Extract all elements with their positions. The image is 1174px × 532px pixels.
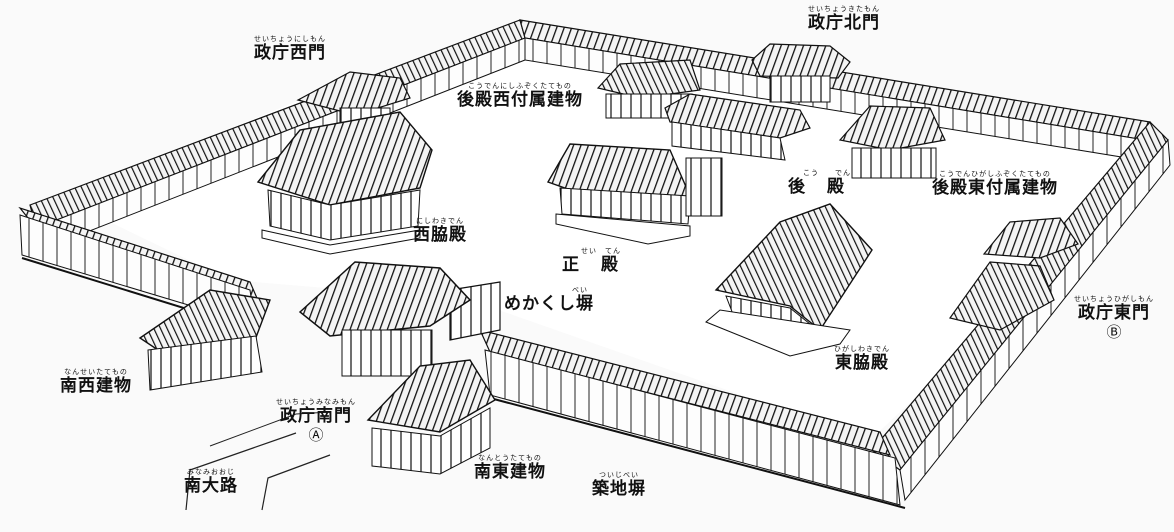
label-nansei-tatemono: なんせいたてもの 南西建物 [60,369,132,395]
label-koden-nishi-fuzoku-ruby: こうでんにしふぞくたてもの [468,82,572,90]
label-tsuijibei: ついじべい 築地塀 [592,472,646,498]
label-seiden-ruby: せい てん [581,247,621,255]
label-seicho-minamimon-text: 政庁南門 [280,406,352,426]
label-nishi-wakiden: にしわきでん 西脇殿 [413,218,467,244]
label-seicho-kitamon-text: 政庁北門 [808,13,880,33]
label-seiden: せい てん 正殿 [562,248,640,274]
label-seicho-higashimon-mark: Ⓑ [1106,323,1122,341]
label-seicho-nishimon: せいちょうにしもん 政庁西門 [254,36,326,62]
koden-building [664,93,811,161]
label-seicho-minamimon: せいちょうみなみもん 政庁南門 Ⓐ [276,399,356,443]
seicho-higashimon-building [948,217,1079,331]
label-seicho-kitamon: せいちょうきたもん 政庁北門 [808,6,880,32]
label-nanto-tatemono-ruby: なんとうたてもの [478,454,542,462]
label-minami-oji-text: 南大路 [184,476,238,496]
label-koden-higashi-fuzoku: こうでんひがしふぞくたてもの 後殿東付属建物 [932,171,1058,197]
higashi-wakiden-building [705,203,873,357]
label-koden-nishi-fuzoku: こうでんにしふぞくたてもの 後殿西付属建物 [457,83,583,109]
label-koden-higashi-fuzoku-ruby: こうでんひがしふぞくたてもの [939,170,1051,178]
label-seicho-higashimon: せいちょうひがしもん 政庁東門 Ⓑ [1074,296,1154,340]
label-nishi-wakiden-ruby: にしわきでん [416,217,464,225]
label-seicho-higashimon-ruby: せいちょうひがしもん [1074,295,1154,303]
label-seicho-nishimon-ruby: せいちょうにしもん [254,35,326,43]
minami-oji-road [185,411,331,511]
label-koden: こう でん 後殿 [788,170,866,196]
nanto-tatemono-building [366,359,496,475]
label-mekakushi-bei-ruby: べい [572,286,588,294]
label-seiden-text: 正殿 [562,255,640,275]
label-seicho-minamimon-ruby: せいちょうみなみもん [276,398,356,406]
koden-higashi-fuzoku-building [838,105,946,179]
label-minami-oji: みなみおおじ 南大路 [184,469,238,495]
seiden-building [546,143,723,245]
label-koden-ruby: こう でん [803,169,851,177]
label-seicho-kitamon-ruby: せいちょうきたもん [808,5,880,13]
label-nanto-tatemono: なんとうたてもの 南東建物 [474,455,546,481]
label-nansei-tatemono-text: 南西建物 [60,376,132,396]
label-minami-oji-ruby: みなみおおじ [187,468,235,476]
label-higashi-wakiden-ruby: ひがしわきでん [834,345,890,353]
label-higashi-wakiden: ひがしわきでん 東脇殿 [834,346,890,372]
label-koden-higashi-fuzoku-text: 後殿東付属建物 [932,178,1058,198]
label-nansei-tatemono-ruby: なんせいたてもの [64,368,128,376]
label-koden-text: 後殿 [788,177,866,197]
koden-nishi-fuzoku-building [596,59,701,119]
seicho-kitamon-building [751,43,851,103]
label-nanto-tatemono-text: 南東建物 [474,462,546,482]
label-seicho-minamimon-mark: Ⓐ [308,426,324,444]
label-nishi-wakiden-text: 西脇殿 [413,225,467,245]
label-higashi-wakiden-text: 東脇殿 [835,353,889,373]
label-tsuijibei-text: 築地塀 [592,479,646,499]
label-mekakushi-bei: べい めかくし塀 [504,287,594,313]
nishi-wakiden-building [256,111,433,255]
label-seicho-nishimon-text: 政庁西門 [254,43,326,63]
nansei-tatemono-building [138,289,271,391]
label-koden-nishi-fuzoku-text: 後殿西付属建物 [457,90,583,110]
label-mekakushi-bei-text: めかくし塀 [504,294,594,314]
label-tsuijibei-ruby: ついじべい [599,471,639,479]
label-seicho-higashimon-text: 政庁東門 [1078,303,1150,323]
